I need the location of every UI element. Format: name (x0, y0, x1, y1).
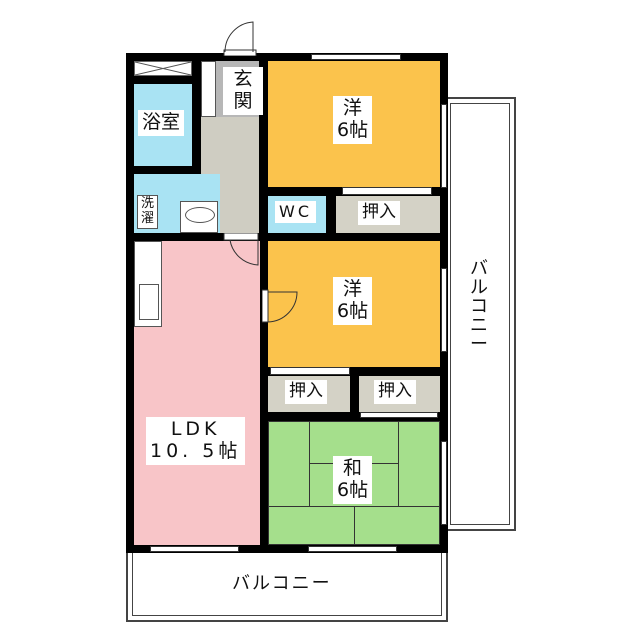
sliding-door (270, 367, 350, 375)
window (360, 412, 438, 418)
storage-box (134, 61, 192, 76)
label-balcony-right: バ ル コ ニ ー (470, 258, 488, 355)
window (150, 546, 239, 552)
label-japanese: 和 6帖 (333, 456, 373, 504)
window (441, 104, 447, 188)
front-door[interactable] (220, 20, 260, 56)
label-ldk: LDK 10. 5帖 (146, 417, 246, 465)
ldk-door[interactable] (222, 233, 260, 269)
window (441, 441, 447, 525)
label-closet-1: 押入 (358, 201, 400, 225)
sliding-door (342, 187, 432, 195)
label-closet-2: 押入 (285, 380, 327, 404)
room-door[interactable] (262, 288, 302, 324)
label-balcony-bottom: バルコニー (232, 573, 332, 594)
label-wc: WC (275, 201, 316, 224)
label-bathroom: 浴室 (138, 110, 185, 136)
shoe-cabinet (201, 61, 216, 117)
window (311, 54, 401, 60)
label-closet-3: 押入 (374, 380, 416, 404)
balcony-right (444, 97, 516, 531)
kitchen-counter (134, 241, 162, 327)
washbasin (180, 201, 218, 233)
label-laundry: 洗 濯 (137, 195, 159, 229)
window (308, 546, 397, 552)
window (441, 268, 447, 352)
label-western-2: 洋 6帖 (333, 277, 373, 325)
label-western-1: 洋 6帖 (333, 96, 373, 144)
label-entrance: 玄関 (223, 67, 263, 115)
